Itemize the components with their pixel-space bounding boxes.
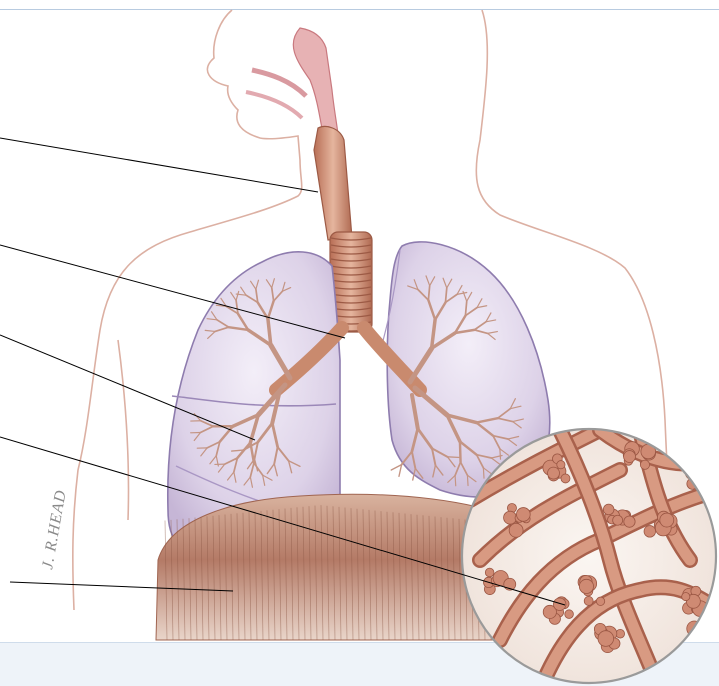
alveolus [693,461,709,477]
bronchiole [483,468,484,478]
alveolus [485,568,494,577]
alveolus [596,597,604,605]
alveolus [703,480,715,492]
alveolus [685,641,697,653]
alveolus [689,462,701,474]
bronchiole [232,450,244,451]
diaphragm [156,494,497,640]
alveolus [693,638,701,646]
alveoli-inset [462,429,719,685]
alveolus [640,460,649,469]
bronchiole [447,457,460,458]
alveolus [516,508,530,522]
alveolus [693,475,701,483]
alveolus [584,596,593,605]
alveolus [696,464,712,480]
alveolus [598,631,614,647]
bronchiole [467,475,468,485]
alveolus [660,513,674,527]
alveolus [624,516,635,527]
artist-signature: J. R.HEAD [39,488,70,570]
alveolus [557,461,565,469]
alveolus [603,504,614,515]
alveolus [565,610,574,619]
alveolus [624,451,636,463]
alveolus [613,515,623,525]
alveolus [703,636,715,648]
alveolus [509,523,523,537]
alveolus [685,466,698,479]
svg-text:J. R.HEAD: J. R.HEAD [39,488,70,570]
bronchiole [460,442,461,463]
alveolus [548,467,560,479]
alveolus [579,579,593,593]
alveolus [684,646,696,658]
bronchiole [500,449,501,459]
alveolus [644,526,656,538]
alveolus [687,644,701,658]
alveolus [561,474,570,483]
bronchiole [455,475,456,485]
alveolus [504,511,517,524]
alveolus [693,640,703,650]
alveolus [682,592,690,600]
leader-line-trachea [0,138,318,192]
